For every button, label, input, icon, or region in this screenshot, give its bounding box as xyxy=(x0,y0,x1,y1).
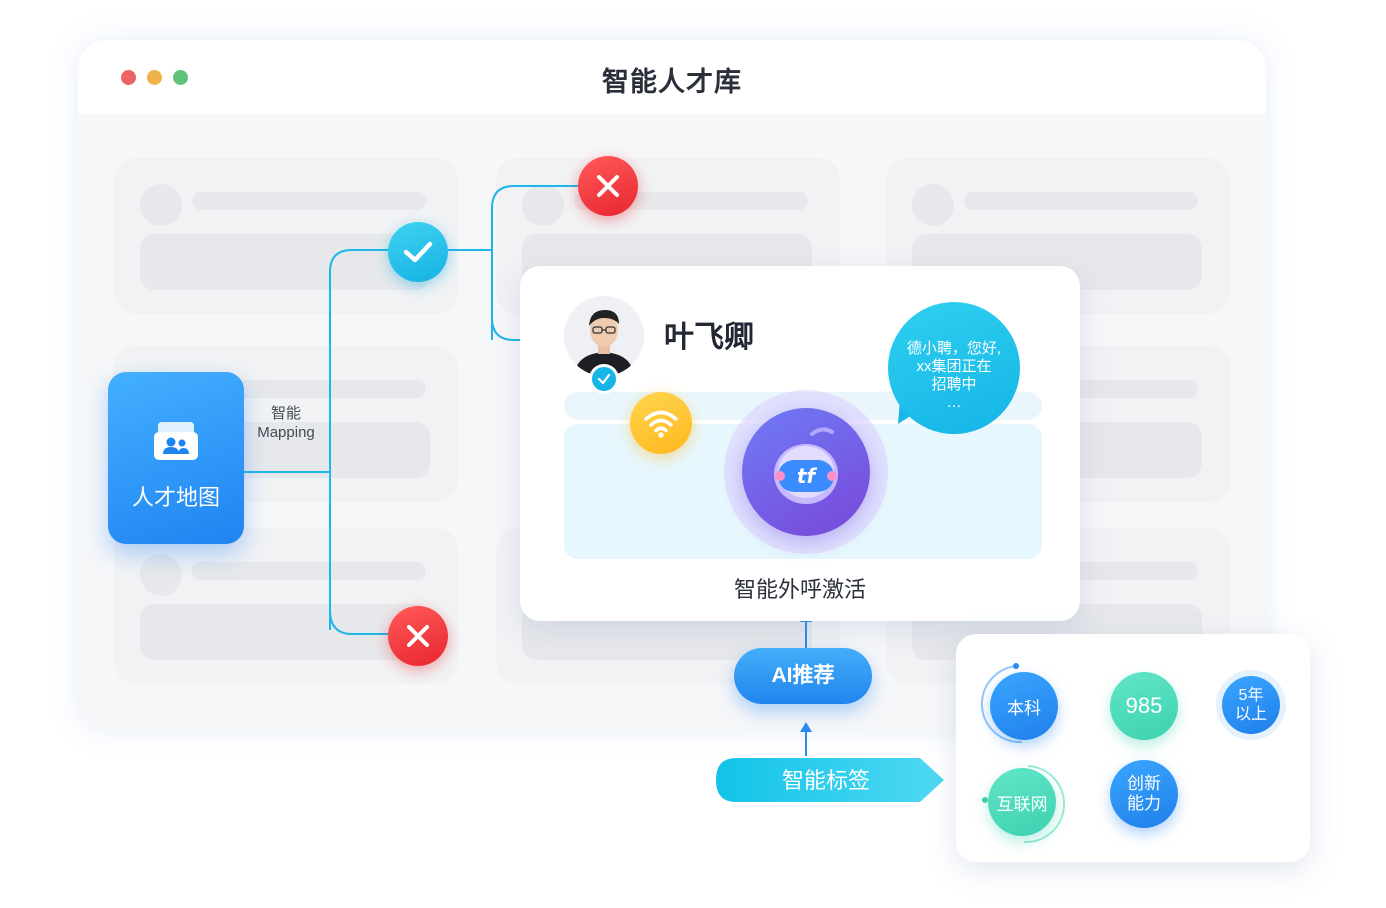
tf-robot-icon: tf xyxy=(742,408,870,536)
tag-ring xyxy=(981,663,1023,744)
match-check-icon xyxy=(388,222,448,282)
outbound-call-caption: 智能外呼激活 xyxy=(733,577,866,602)
candidate-name: 叶飞卿 xyxy=(664,321,754,354)
smart-tags-banner xyxy=(716,758,944,802)
title-bar: 智能人才库 xyxy=(78,40,1266,114)
tag-5-years[interactable]: 5年 以上 xyxy=(1222,676,1280,734)
talent-map-card[interactable]: 人才地图 xyxy=(108,372,244,544)
tag-ring xyxy=(982,765,1065,844)
close-dot[interactable] xyxy=(121,70,136,85)
maximize-dot[interactable] xyxy=(173,70,188,85)
tag-internet[interactable]: 互联网 xyxy=(988,768,1056,836)
wifi-icon xyxy=(630,392,692,454)
speech-bubble: 德小聘，您好, xx集团正在 招聘中 … xyxy=(888,302,1020,434)
mapping-label: 智能 Mapping xyxy=(257,405,315,441)
svg-text:tf: tf xyxy=(797,464,818,488)
reject-cross-icon xyxy=(388,606,448,666)
tags-panel: 本科 985 5年 以上 互联网 创新 能力 xyxy=(956,634,1310,862)
window-title: 智能人才库 xyxy=(602,67,742,97)
talent-map-label: 人才地图 xyxy=(131,485,220,510)
reject-cross-icon xyxy=(578,156,638,216)
smart-tags-label: 智能标签 xyxy=(781,768,870,793)
minimize-dot[interactable] xyxy=(147,70,162,85)
avatar xyxy=(564,296,644,376)
ai-recommend-button[interactable]: AI推荐 xyxy=(734,648,872,704)
tag-innovation[interactable]: 创新 能力 xyxy=(1110,760,1178,828)
tag-bachelor[interactable]: 本科 xyxy=(990,672,1058,740)
verified-check-icon xyxy=(589,364,619,394)
tag-985[interactable]: 985 xyxy=(1110,672,1178,740)
people-folder-icon xyxy=(152,420,200,462)
